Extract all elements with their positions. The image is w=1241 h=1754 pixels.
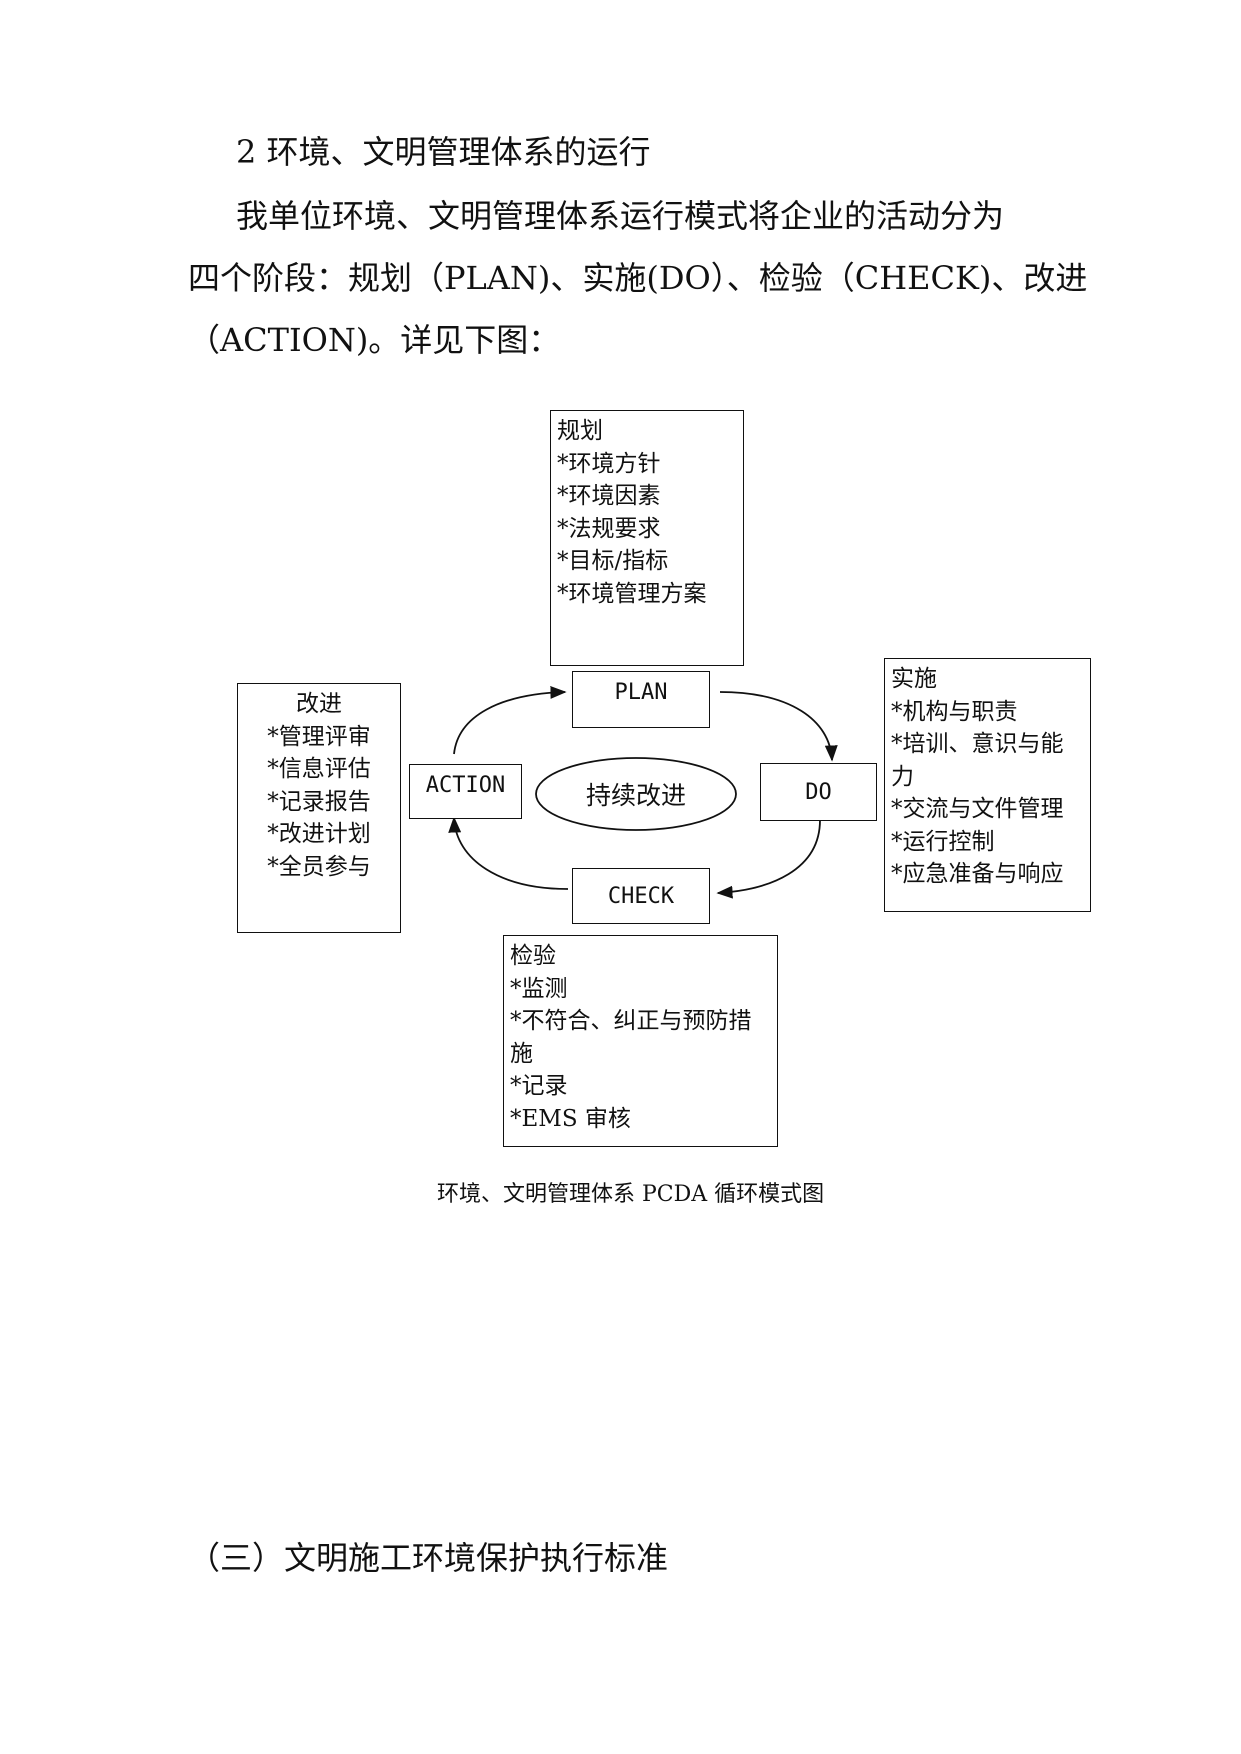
check-box-item: *记录 — [510, 1073, 568, 1099]
action-box-item: *改进计划 — [267, 821, 371, 847]
diagram-caption: 环境、文明管理体系 PCDA 循环模式图 — [437, 1182, 825, 1207]
do-box-item: *应急准备与响应 — [891, 861, 1064, 887]
check-box-item: *监测 — [510, 975, 568, 1002]
plan-box-item: *环境管理方案 — [557, 580, 707, 607]
plan-box-item: *法规要求 — [557, 515, 661, 542]
plan-box-item: *环境因素 — [557, 483, 661, 509]
check-detail-box: 检验 *监测 *不符合、纠正与预防措 施 *记录 *EMS 审核 — [503, 935, 778, 1147]
check-box-item: *不符合、纠正与预防措 — [510, 1008, 752, 1034]
action-box-item: *管理评审 — [267, 723, 371, 750]
plan-box-title: 规划 — [557, 418, 603, 444]
paragraph-line-1: 我单位环境、文明管理体系运行模式将企业的活动分为 — [236, 197, 1005, 235]
check-box-item: *EMS 审核 — [510, 1105, 631, 1132]
paragraph-line-2: 四个阶段：规划（PLAN)、实施(DO）、检验（CHECK)、改进 — [188, 259, 1088, 297]
paragraph-line-3: （ACTION)。详见下图： — [188, 321, 561, 359]
check-box-title: 检验 — [510, 943, 556, 969]
stage-check: CHECK — [572, 868, 710, 924]
arrow-plan-to-do — [719, 691, 838, 762]
section-heading: 2 环境、文明管理体系的运行 — [236, 133, 651, 171]
plan-detail-box: 规划 *环境方针 *环境因素 *法规要求 *目标/指标 *环境管理方案 — [550, 410, 744, 666]
action-box-item: *全员参与 — [267, 853, 371, 880]
do-box-item: *交流与文件管理 — [891, 796, 1064, 822]
do-box-item: *机构与职责 — [891, 698, 1018, 725]
arrow-action-to-plan — [453, 685, 567, 755]
stage-action: ACTION — [409, 764, 522, 819]
do-detail-box: 实施 *机构与职责 *培训、意识与能 力 *交流与文件管理 *运行控制 *应急准… — [884, 658, 1091, 912]
action-detail-box: 改进 *管理评审 *信息评估 *记录报告 *改进计划 *全员参与 — [237, 683, 401, 933]
action-box-item: *信息评估 — [267, 756, 371, 782]
do-box-item: *运行控制 — [891, 828, 995, 855]
stage-do: DO — [760, 763, 877, 821]
arrow-check-to-action — [448, 816, 569, 890]
do-box-item: *培训、意识与能 — [891, 731, 1064, 757]
center-ellipse — [535, 757, 737, 831]
next-section-heading: （三）文明施工环境保护执行标准 — [188, 1539, 669, 1577]
plan-box-item: *环境方针 — [557, 450, 661, 477]
stage-plan: PLAN — [572, 671, 710, 728]
check-box-item: 施 — [510, 1040, 533, 1067]
action-box-title: 改进 — [296, 691, 342, 717]
center-label: 持续改进 — [585, 781, 686, 810]
do-box-item: 力 — [891, 763, 914, 790]
action-box-item: *记录报告 — [267, 788, 371, 815]
plan-box-item: *目标/指标 — [557, 548, 669, 574]
do-box-title: 实施 — [891, 666, 937, 692]
arrow-do-to-check — [716, 819, 821, 899]
